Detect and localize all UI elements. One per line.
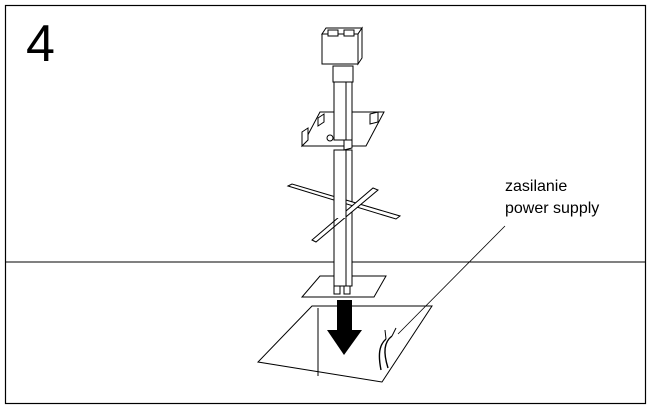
label-leader-line	[397, 225, 506, 335]
down-arrow-head	[327, 330, 362, 355]
power-supply-label: zasilanie power supply	[505, 176, 599, 220]
upper-post	[333, 79, 353, 141]
cable-wire-1	[391, 327, 397, 337]
junction-box	[321, 26, 363, 66]
power-cable-2	[378, 338, 387, 371]
cable-wire-2	[384, 329, 387, 340]
label-english: power supply	[505, 200, 600, 217]
step-number: 4	[26, 15, 55, 73]
down-arrow-shaft	[337, 300, 352, 332]
label-polish: zasilanie	[505, 178, 568, 195]
power-cable	[384, 335, 393, 369]
frame-border	[4, 4, 647, 405]
